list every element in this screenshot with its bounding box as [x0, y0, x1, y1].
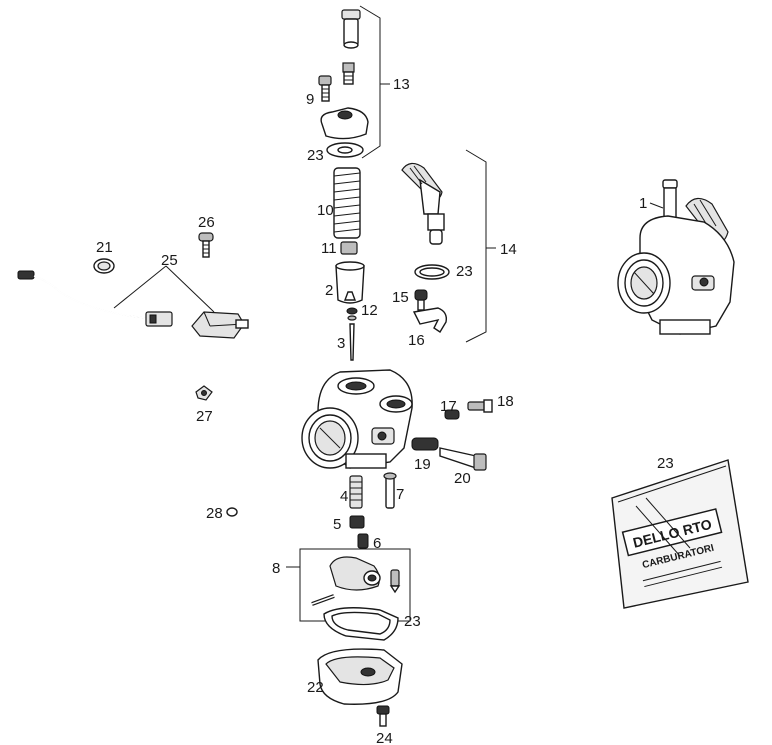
- float-needle: [389, 569, 401, 594]
- callout-23-cap-gasket: 23: [307, 147, 324, 164]
- callout-5: 5: [333, 516, 341, 533]
- callout-6: 6: [373, 535, 381, 552]
- choke-spring-clip-part-16: [412, 307, 448, 333]
- float-bowl-part-22: [317, 648, 403, 705]
- assembled-carburetor-part-1: [617, 179, 735, 335]
- bracket-13: [359, 5, 381, 159]
- main-jet-part-5: [349, 515, 365, 529]
- callout-3: 3: [337, 335, 345, 352]
- bracket-14: [465, 149, 487, 343]
- needle-retainer-part-11: [340, 241, 358, 255]
- cable-adjuster: [341, 9, 361, 49]
- choke-lever: [401, 162, 445, 245]
- callout-23-bowl-gasket: 23: [404, 613, 421, 630]
- float-pin: [311, 594, 335, 606]
- callout-13: 13: [393, 76, 410, 93]
- callout-9: 9: [306, 91, 314, 108]
- callout-7: 7: [396, 486, 404, 503]
- callout-10: 10: [317, 202, 334, 219]
- callout-19: 19: [414, 456, 431, 473]
- callout-27: 27: [196, 408, 213, 425]
- callout-24: 24: [376, 730, 393, 745]
- callout-23-package: 23: [657, 455, 674, 472]
- callout-14: 14: [500, 241, 517, 258]
- clip-nut-part-27: [195, 385, 213, 401]
- callout-28: 28: [206, 505, 223, 522]
- emulsion-tube-part-4: [349, 475, 363, 509]
- callout-17: 17: [440, 398, 457, 415]
- choke-plunger-part-15: [414, 289, 428, 311]
- hose-clamp-part-21: [93, 258, 115, 274]
- spring-part-17: [444, 409, 460, 420]
- callout-4: 4: [340, 488, 348, 505]
- carburetor-cap: [320, 107, 369, 140]
- throttle-slide-part-2: [335, 261, 365, 304]
- dellorto-parts-package-part-23: DELLO RTO CARBURATORI: [611, 459, 749, 609]
- jet-part-6: [357, 533, 369, 549]
- screw-part-18: [467, 399, 493, 413]
- jet-needle-part-3: [349, 323, 355, 361]
- callout-25: 25: [161, 252, 178, 269]
- callout-15: 15: [392, 289, 409, 306]
- leader-lines-25: [113, 265, 215, 313]
- callout-1: 1: [639, 195, 647, 212]
- callout-20: 20: [454, 470, 471, 487]
- bowl-gasket-part-23: [323, 607, 399, 641]
- needle-clip-part-12: [346, 307, 358, 321]
- callout-11: 11: [321, 240, 337, 257]
- callout-2: 2: [325, 282, 333, 299]
- screw-part-20: [439, 447, 487, 471]
- float: [329, 556, 381, 591]
- spring-part-19: [411, 437, 439, 451]
- callout-26: 26: [198, 214, 215, 231]
- washer-part-28: [226, 507, 238, 517]
- bowl-screw-part-24: [376, 705, 390, 727]
- heater-element-part-25: [191, 311, 249, 339]
- callout-23-o-ring: 23: [456, 263, 473, 280]
- callout-21: 21: [96, 239, 113, 256]
- screw-part-9: [318, 75, 332, 102]
- choke-o-ring-part-23: [414, 264, 450, 280]
- carburetor-body: [301, 369, 413, 469]
- throttle-spring: [333, 167, 361, 239]
- heater-wire-part-25: [17, 270, 173, 327]
- callout-8: 8: [272, 560, 280, 577]
- callout-18: 18: [497, 393, 514, 410]
- callout-16: 16: [408, 332, 425, 349]
- idle-jet-part-7: [383, 472, 397, 509]
- callout-12: 12: [361, 302, 378, 319]
- small-nut-part: [342, 62, 355, 85]
- screw-part-26: [198, 232, 214, 258]
- callout-22: 22: [307, 679, 324, 696]
- cap-gasket-part-23: [326, 142, 364, 158]
